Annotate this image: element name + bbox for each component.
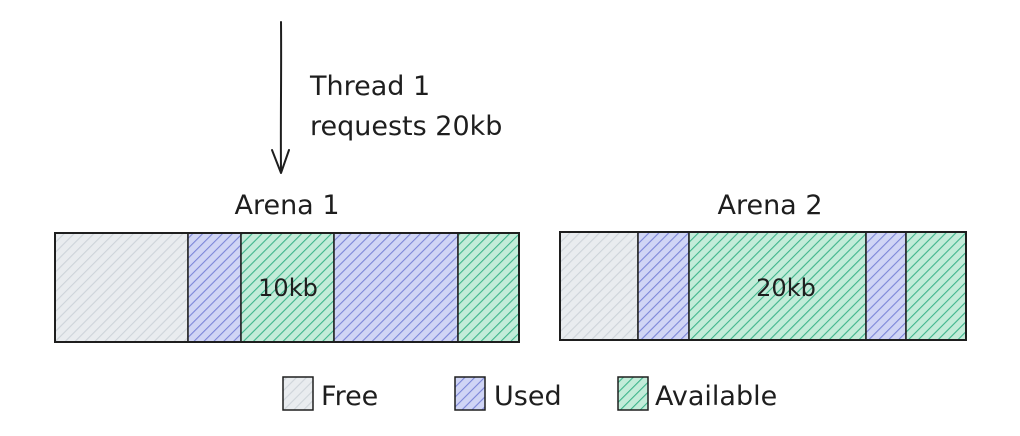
legend-swatch-used bbox=[454, 376, 486, 411]
arena-2-segment-free bbox=[559, 231, 639, 341]
request-arrow bbox=[271, 21, 290, 174]
legend: Free Used Available bbox=[282, 376, 777, 412]
arena-2-outline bbox=[559, 231, 967, 341]
arena-2-segment-used bbox=[865, 231, 907, 341]
arena-2-segment-used bbox=[637, 231, 690, 341]
arena-1-segment-used bbox=[333, 232, 459, 343]
arena-1-outline bbox=[54, 232, 520, 343]
arena-2-segment-available bbox=[905, 231, 967, 341]
arena-2-segment-label: 20kb bbox=[756, 274, 816, 302]
legend-label-available: Available bbox=[655, 381, 777, 412]
arena-2-segment-available bbox=[688, 231, 867, 341]
arena-1-title: Arena 1 bbox=[234, 190, 339, 221]
arena-1-segment-used bbox=[187, 232, 242, 343]
legend-label-used: Used bbox=[494, 381, 562, 412]
legend-swatch-free bbox=[282, 376, 314, 411]
arena-1-segment-free bbox=[54, 232, 189, 343]
legend-swatch-available bbox=[617, 376, 649, 411]
annotation-line-1: Thread 1 bbox=[309, 71, 430, 102]
arena-2-title: Arena 2 bbox=[717, 190, 822, 221]
arena-1-segment-available bbox=[240, 232, 335, 343]
arena-1-segment-label: 10kb bbox=[258, 274, 318, 302]
annotation-line-2: requests 20kb bbox=[310, 111, 502, 142]
legend-label-free: Free bbox=[321, 381, 378, 412]
arena-1: 10kb bbox=[54, 232, 520, 343]
arena-1-segment-available bbox=[457, 232, 520, 343]
arena-2: 20kb bbox=[559, 231, 967, 341]
